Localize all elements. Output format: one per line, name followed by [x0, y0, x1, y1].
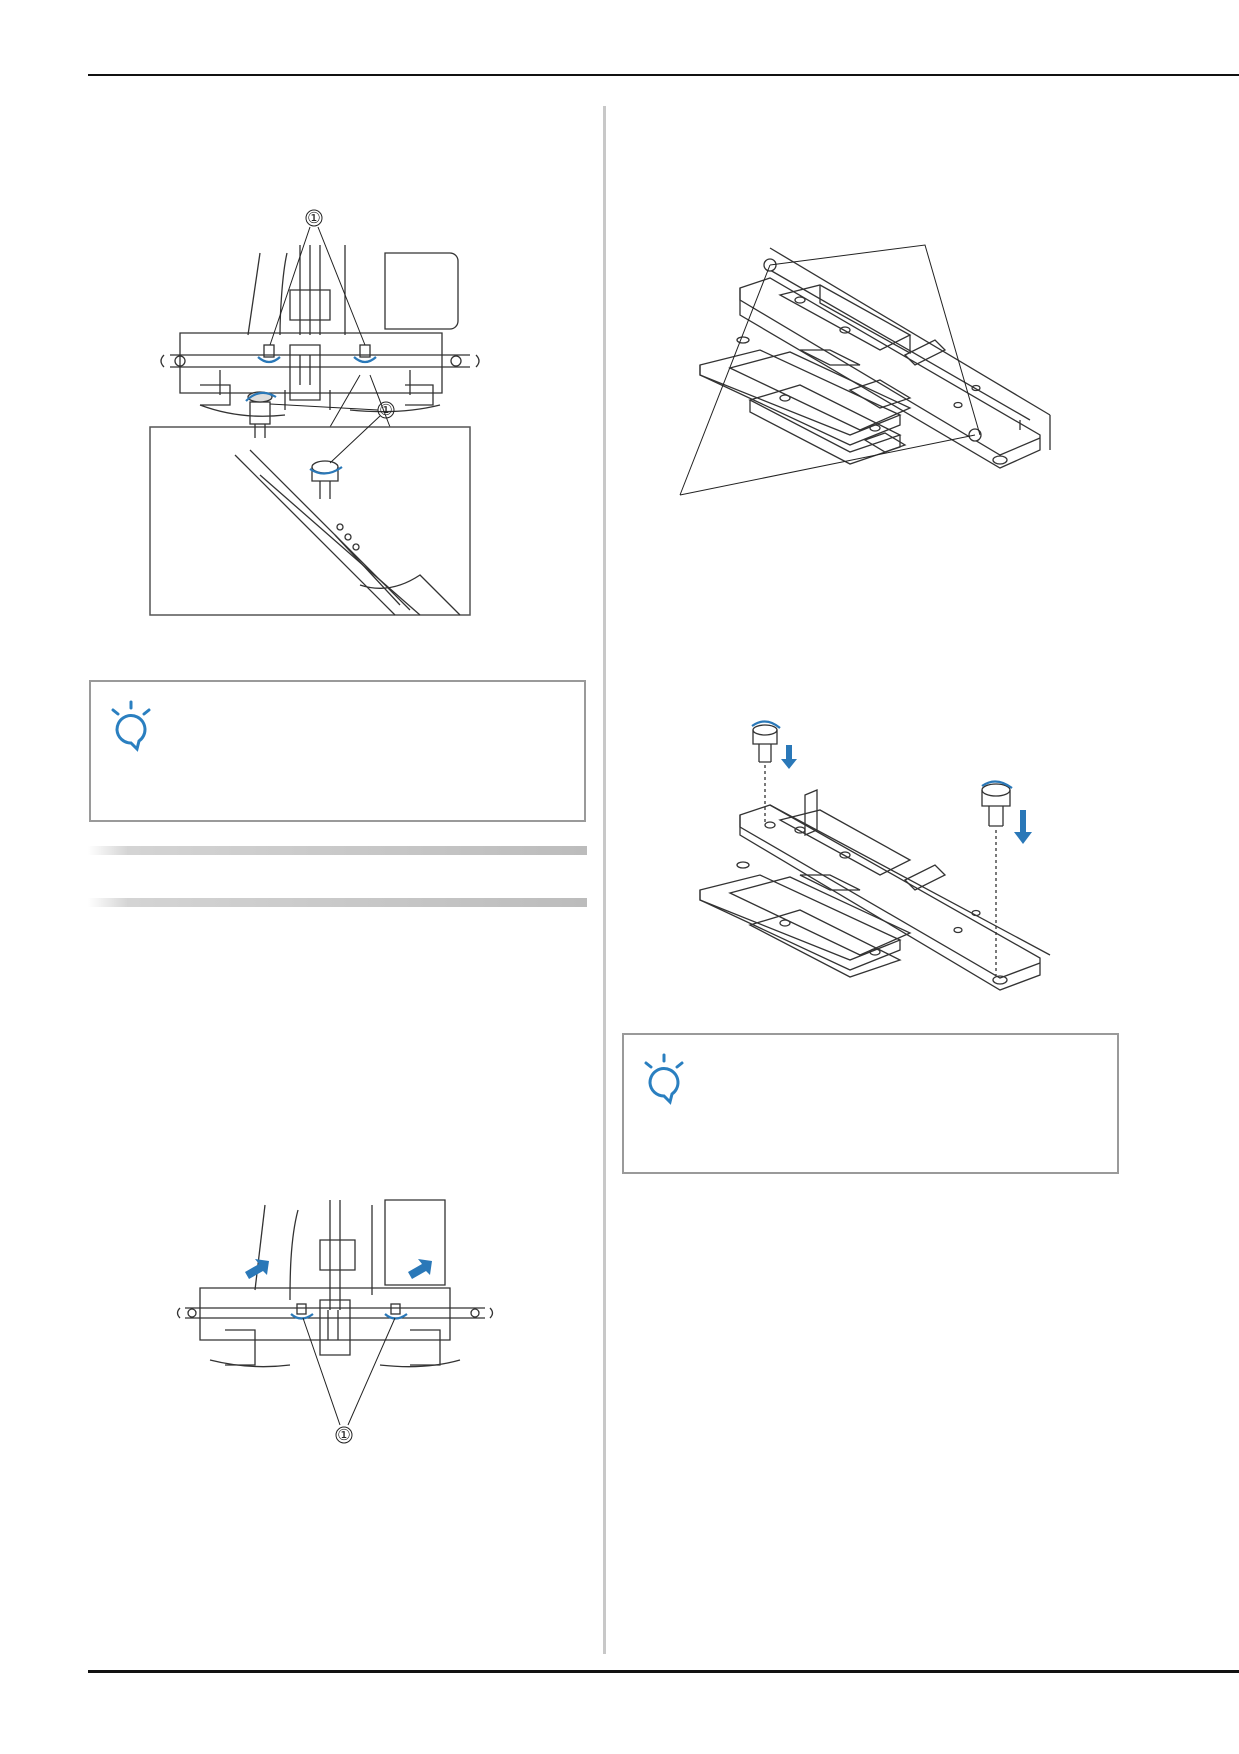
figure-machine-arm-attach: ① — [176, 1199, 494, 1450]
section-bar-top — [88, 846, 587, 855]
note-box-1 — [89, 680, 586, 822]
column-divider — [603, 106, 606, 1654]
section-bar-bottom — [88, 898, 587, 907]
callout-1-top: ① — [307, 209, 320, 227]
bottom-rule — [88, 1670, 1239, 1673]
callout-1-bottom: ① — [337, 1426, 350, 1444]
lightbulb-note-icon — [109, 700, 153, 752]
top-rule — [88, 74, 1239, 76]
callout-1-inset: ① — [379, 401, 392, 419]
figure-machine-screws: ① ① — [149, 205, 520, 625]
inset-frame — [149, 426, 471, 616]
lightbulb-note-icon — [642, 1053, 686, 1105]
figure-bracket-plate — [679, 240, 1051, 496]
note-box-2 — [622, 1033, 1119, 1174]
figure-bracket-screws — [699, 720, 1051, 991]
